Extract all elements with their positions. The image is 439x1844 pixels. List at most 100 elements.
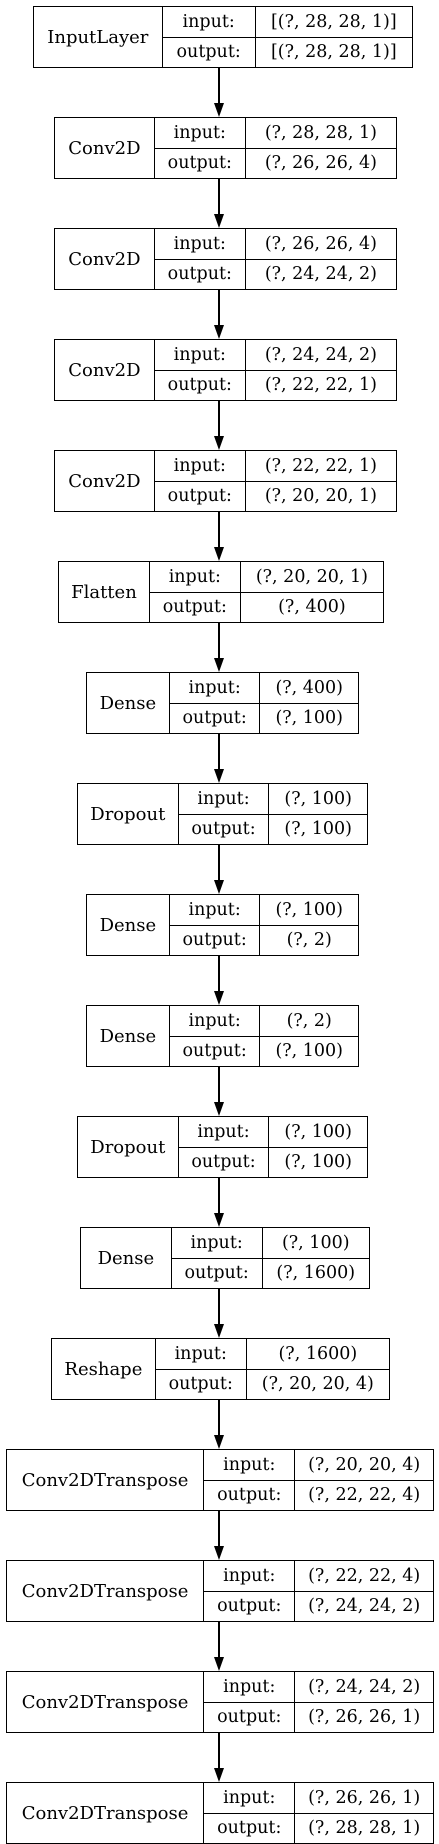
input-label: input: [204,1450,295,1481]
output-shape: (?, 26, 26, 1) [308,1707,421,1728]
layer-type-label: Conv2D [55,229,155,289]
layer-type-label: Reshape [52,1339,156,1399]
layer-type-label: Dense [87,673,170,733]
layer-type-label: Flatten [59,562,150,622]
output-label: output: [167,486,232,507]
connector-arrow-line [218,734,220,770]
input-shape: (?, 100) [269,1117,367,1148]
layer-type-label: Conv2DTranspose [7,1450,205,1510]
output-label: output: [182,930,247,951]
layer-type-label: Dense [81,1228,172,1288]
arrowhead-icon [214,658,224,672]
output-label: output: [167,264,232,285]
connector-arrow-line [218,623,220,659]
input-shape: (?, 28, 28, 1) [245,118,396,149]
output-label: output: [182,708,247,729]
layer-type-label: Conv2DTranspose [7,1561,205,1621]
output-shape: (?, 24, 24, 2) [308,1596,421,1617]
input-label: input: [154,340,245,371]
input-label: input: [171,1228,262,1259]
connector-arrow-line [218,1511,220,1547]
output-label: output: [191,1152,256,1173]
connector-arrow-line [218,1067,220,1103]
output-label: output: [217,1485,282,1506]
output-shape: (?, 100) [275,1041,344,1062]
input-shape: (?, 400) [260,673,358,704]
arrowhead-icon [214,214,224,228]
input-shape: (?, 20, 20, 1) [240,562,384,593]
output-shape: (?, 26, 26, 4) [264,153,377,174]
arrowhead-icon [214,436,224,450]
output-label: output: [184,1263,249,1284]
layer-type-label: Dropout [78,1117,179,1177]
output-label: output: [217,1596,282,1617]
input-label: input: [162,7,255,38]
input-shape: (?, 100) [262,1228,370,1259]
input-shape: (?, 20, 20, 4) [295,1450,434,1481]
output-label: output: [162,597,227,618]
input-shape: (?, 100) [260,895,358,926]
layer-type-label: Conv2D [55,118,155,178]
arrowhead-icon [214,1546,224,1560]
arrowhead-icon [214,991,224,1005]
output-label: output: [167,375,232,396]
connector-arrow-line [218,1733,220,1769]
input-label: input: [178,1117,269,1148]
output-label: output: [217,1707,282,1728]
layer-type-label: Dense [87,895,170,955]
arrowhead-icon [214,1768,224,1782]
output-label: output: [167,153,232,174]
input-label: input: [169,673,260,704]
output-label: output: [191,819,256,840]
input-shape: (?, 22, 22, 1) [245,451,396,482]
output-label: output: [182,1041,247,1062]
connector-arrow-line [218,512,220,548]
layer-type-label: Dropout [78,784,179,844]
arrowhead-icon [214,1213,224,1227]
input-label: input: [154,229,245,260]
input-shape: (?, 2) [260,1006,358,1037]
input-label: input: [154,118,245,149]
arrowhead-icon [214,103,224,117]
input-label: input: [169,1006,260,1037]
input-label: input: [154,451,245,482]
output-label: output: [176,42,241,63]
output-shape: (?, 28, 28, 1) [308,1818,421,1839]
arrowhead-icon [214,325,224,339]
arrowhead-icon [214,1102,224,1116]
input-label: input: [204,1672,295,1703]
output-shape: (?, 100) [284,819,352,840]
input-shape: (?, 26, 26, 4) [245,229,396,260]
output-label: output: [217,1818,282,1839]
arrowhead-icon [214,1324,224,1338]
layer-type-label: InputLayer [34,7,163,67]
arrowhead-icon [214,1435,224,1449]
input-label: input: [204,1783,295,1814]
connector-arrow-line [218,68,220,104]
connector-arrow-line [218,1289,220,1325]
connector-arrow-line [218,179,220,215]
arrowhead-icon [214,547,224,561]
output-shape: (?, 20, 20, 1) [264,486,377,507]
output-shape: (?, 100) [275,708,344,729]
output-shape: (?, 24, 24, 2) [264,264,377,285]
input-shape: (?, 22, 22, 4) [295,1561,434,1592]
layer-type-label: Conv2D [55,451,155,511]
output-shape: (?, 2) [286,930,332,951]
output-shape: (?, 20, 20, 4) [261,1374,374,1395]
layer-type-label: Conv2D [55,340,155,400]
input-label: input: [204,1561,295,1592]
arrowhead-icon [214,769,224,783]
